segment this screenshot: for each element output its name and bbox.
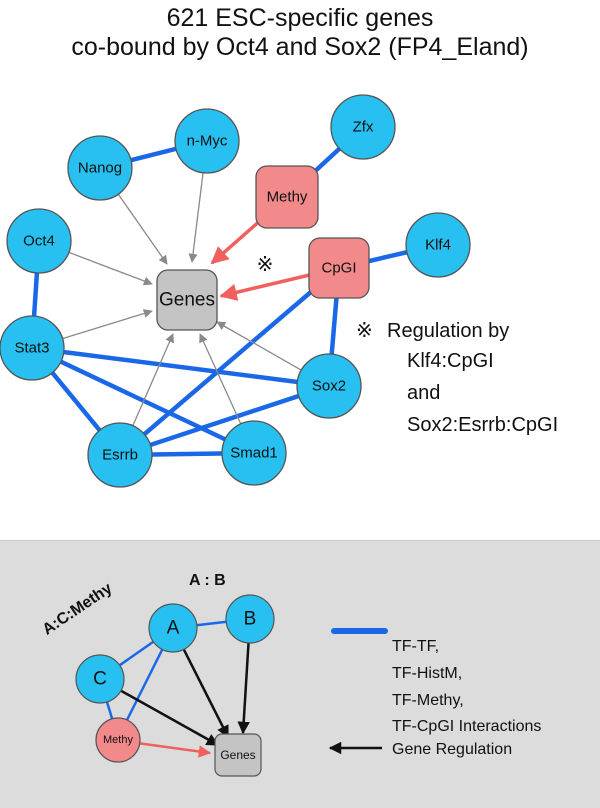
node-genes — [156, 269, 218, 331]
legend-line-2: TF-HistM, — [392, 665, 463, 682]
node-zfx — [330, 94, 396, 160]
label-esrrb: Esrrb — [102, 447, 138, 464]
legend-methy-arrow — [136, 741, 212, 758]
label-cpgi: CpGI — [321, 260, 356, 277]
label-zfx: Zfx — [353, 119, 374, 136]
legend-node-b — [225, 594, 275, 644]
label-sox2: Sox2 — [312, 378, 346, 395]
legend-line-3: TF-Methy, — [392, 692, 464, 709]
note-line4: Sox2:Esrrb:CpGI — [407, 414, 559, 436]
legend-diagram: C A B Methy Genes A:C:Methy — [40, 580, 388, 777]
legend-label-methy: Methy — [103, 734, 133, 746]
label-nmyc: n-Myc — [187, 133, 228, 150]
legend-label-ab: A : B — [189, 572, 226, 589]
legend-gene-regulation: Gene Regulation — [392, 741, 513, 758]
legend-node-c — [75, 654, 125, 704]
legend-label-a: A — [167, 618, 180, 639]
legend-node-a — [148, 603, 198, 653]
label-genes: Genes — [159, 290, 215, 311]
node-nmyc — [174, 108, 240, 174]
network-diagram: ※ Nanog n-Myc Zfx Methy Oct4 CpGI Klf4 G… — [0, 94, 471, 488]
legend-panel: C A B Methy Genes A:C:Methy A : B TF-TF,… — [0, 540, 600, 808]
node-labels: Nanog n-Myc Zfx Methy Oct4 CpGI Klf4 Gen… — [14, 119, 450, 464]
legend-node-genes — [214, 733, 262, 777]
note-line2: Klf4:CpGI — [407, 350, 494, 372]
node-sox2 — [296, 353, 362, 419]
legend-label-b: B — [244, 609, 257, 630]
label-smad1: Smad1 — [230, 445, 278, 462]
diagram-title-line1: 621 ESC-specific genes — [166, 4, 434, 32]
legend-label-genes: Genes — [220, 748, 255, 762]
node-esrrb — [87, 422, 153, 488]
legend-label-c: C — [93, 669, 107, 690]
legend-line-4: TF-CpGI Interactions — [392, 718, 542, 735]
tf-nodes — [0, 94, 471, 488]
edge-stat3-sox2 — [31, 345, 330, 389]
node-smad1 — [221, 420, 287, 486]
legend-label-acmethy: A:C:Methy — [40, 580, 116, 639]
node-klf4 — [405, 212, 471, 278]
node-cpgi — [308, 237, 370, 299]
regulation-marker: ※ — [257, 254, 274, 276]
label-klf4: Klf4 — [425, 237, 451, 254]
label-oct4: Oct4 — [23, 233, 55, 250]
note-line1: Regulation by — [387, 320, 510, 342]
legend-node-methy — [95, 717, 141, 763]
label-methy: Methy — [267, 189, 308, 206]
node-oct4 — [6, 208, 72, 274]
label-stat3: Stat3 — [14, 340, 49, 357]
legend-line-1: TF-TF, — [392, 638, 440, 655]
note-symbol: ※ — [356, 320, 373, 342]
label-nanog: Nanog — [78, 160, 122, 177]
node-methy — [255, 165, 319, 229]
node-stat3 — [0, 315, 65, 381]
edge-esrrb-sox2 — [119, 383, 330, 458]
diagram-title-line2: co-bound by Oct4 and Sox2 (FP4_Eland) — [71, 33, 529, 61]
note-line3: and — [407, 382, 441, 404]
edge-esrrb-cpgi — [118, 266, 341, 457]
edge-stat3-smad1 — [31, 345, 255, 456]
node-nanog — [67, 135, 133, 201]
